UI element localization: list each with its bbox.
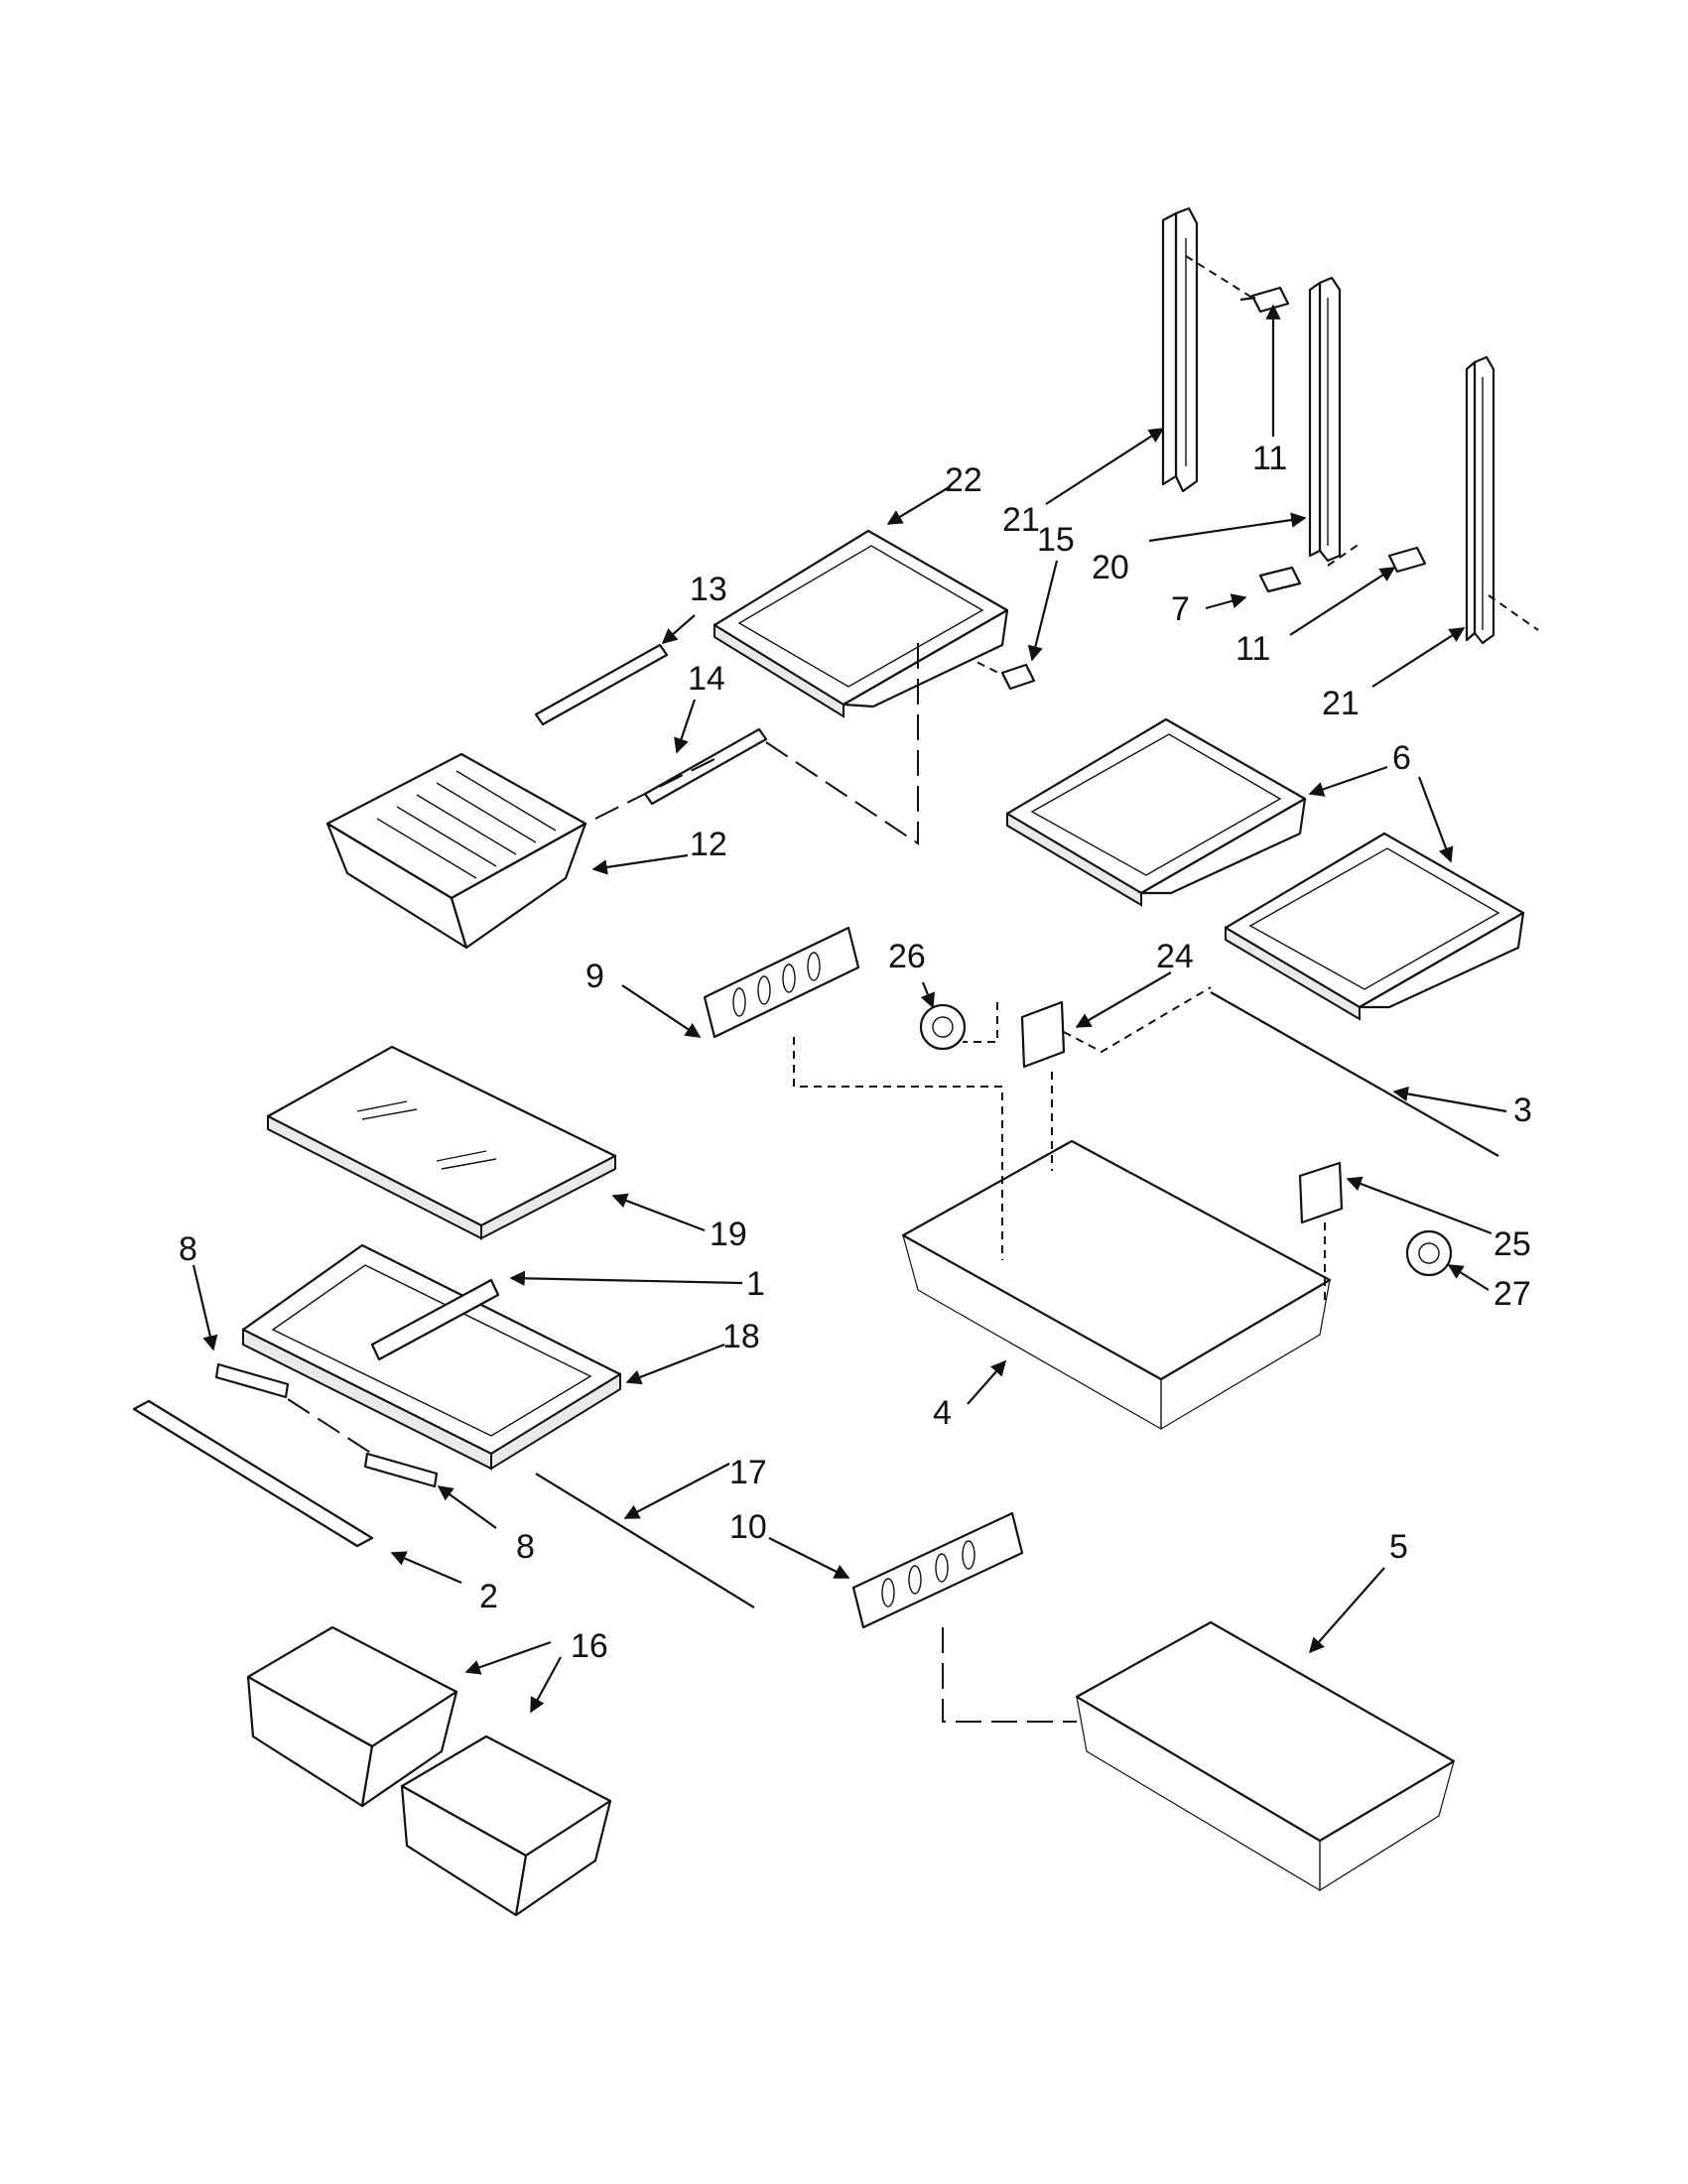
drawer-cover-8-right	[363, 1452, 439, 1488]
callout-10: 10	[729, 1508, 767, 1546]
callout-8-right: 8	[516, 1528, 535, 1566]
callout-labels: 21 11 22 15 20 7 11 21 13 14 12 6 9 26 2…	[179, 440, 1532, 1665]
crisper-bin-16-left	[246, 1625, 458, 1808]
rod-17	[535, 1473, 755, 1608]
shelf-rail-center	[1308, 276, 1342, 563]
callout-18: 18	[722, 1318, 760, 1355]
shelf-22	[713, 529, 1009, 718]
callout-12: 12	[690, 826, 727, 863]
callout-11-lower: 11	[1235, 630, 1270, 668]
callout-24: 24	[1156, 938, 1194, 975]
drawer-rail-13	[534, 643, 669, 726]
drawer-slide-1	[370, 1278, 500, 1361]
wire-basket-5	[1075, 1620, 1456, 1892]
callout-16: 16	[571, 1627, 608, 1665]
screw-11-bottom	[1387, 546, 1427, 574]
callout-20: 20	[1092, 549, 1129, 586]
wire-basket-4	[901, 1139, 1332, 1431]
callout-26: 26	[888, 938, 926, 975]
callout-4: 4	[933, 1394, 952, 1432]
shelf-6-lower	[1224, 832, 1525, 1021]
shelf-6-upper	[1005, 717, 1307, 907]
callout-2: 2	[479, 1578, 498, 1615]
shelf-rail-right	[1465, 355, 1495, 645]
screw-11-top	[1239, 286, 1290, 314]
screw-15	[1000, 663, 1036, 691]
basket-slide-10	[851, 1511, 1024, 1629]
drawer-12	[325, 752, 587, 950]
drawer-rail-14	[643, 727, 768, 806]
crisper-bin-16-right	[400, 1734, 612, 1917]
crisper-frame-18	[241, 1243, 622, 1471]
callout-6: 6	[1392, 739, 1411, 777]
drawer-cover-8-left	[214, 1362, 290, 1399]
gear-26	[919, 1003, 967, 1051]
gear-27	[1405, 1229, 1453, 1277]
callout-19: 19	[710, 1216, 747, 1253]
callout-22: 22	[945, 461, 982, 499]
glass-shelf-19	[266, 1045, 617, 1240]
callout-3: 3	[1513, 1092, 1532, 1129]
shelf-rail-left	[1161, 206, 1199, 493]
callout-8-left: 8	[179, 1230, 197, 1268]
callout-11-upper: 11	[1252, 440, 1287, 477]
callout-7: 7	[1171, 590, 1190, 628]
rod-3	[1210, 991, 1499, 1157]
callout-21-lower: 21	[1322, 685, 1360, 722]
callout-17: 17	[729, 1454, 767, 1491]
callout-15: 15	[1037, 521, 1075, 559]
trim-2	[132, 1399, 374, 1548]
callout-27: 27	[1493, 1275, 1531, 1313]
callout-14: 14	[688, 660, 725, 698]
callout-25: 25	[1493, 1225, 1531, 1263]
leader-lines	[192, 304, 1507, 1714]
bracket-24	[1020, 1000, 1066, 1069]
callout-5: 5	[1389, 1528, 1408, 1566]
callout-1: 1	[746, 1265, 765, 1303]
screw-7	[1258, 566, 1302, 593]
callout-9: 9	[585, 958, 604, 995]
callout-21-upper: 21	[1002, 501, 1040, 539]
bracket-25	[1298, 1161, 1344, 1224]
callout-13: 13	[690, 571, 727, 608]
basket-slide-9	[703, 926, 860, 1039]
